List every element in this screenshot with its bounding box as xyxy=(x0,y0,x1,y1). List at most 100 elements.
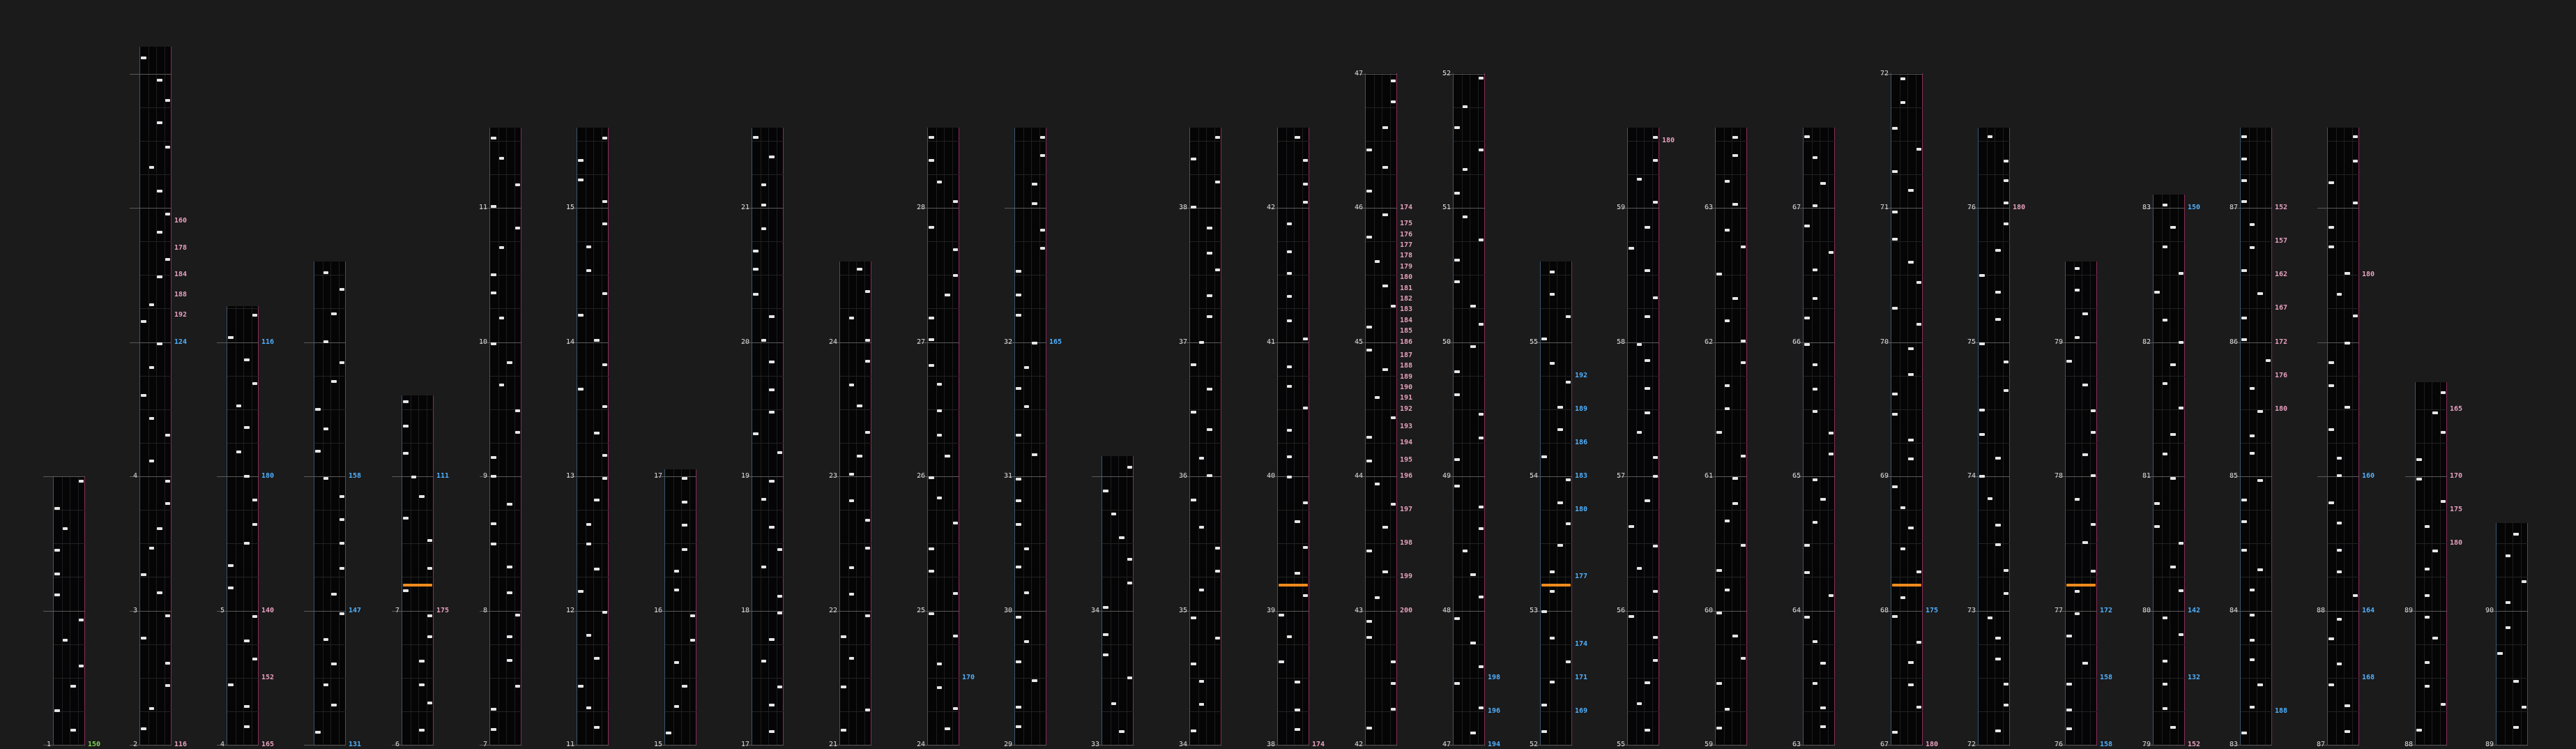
note xyxy=(1016,294,1021,297)
chart-column[interactable] xyxy=(1715,128,1748,745)
note xyxy=(1636,702,1642,706)
note xyxy=(1724,228,1730,232)
note xyxy=(491,205,496,209)
beat-line xyxy=(1278,308,1310,310)
note xyxy=(769,637,775,641)
measure-line xyxy=(2230,476,2272,477)
chart-column[interactable] xyxy=(1277,128,1310,745)
lane-divider xyxy=(2002,128,2004,745)
beat-line xyxy=(2154,442,2186,444)
chart-column[interactable] xyxy=(1365,73,1398,745)
note xyxy=(2440,499,2446,503)
chart-column[interactable] xyxy=(2496,523,2529,745)
chart-column[interactable] xyxy=(752,128,784,745)
chart-column[interactable] xyxy=(664,469,697,745)
measure-line xyxy=(217,610,259,612)
chart-column[interactable] xyxy=(2415,382,2448,745)
beat-line xyxy=(1454,174,1486,175)
note xyxy=(578,158,584,162)
note xyxy=(148,707,154,711)
chart-column[interactable] xyxy=(577,128,609,745)
chart-column[interactable] xyxy=(2153,195,2186,745)
beat-line xyxy=(1102,644,1134,645)
note xyxy=(2162,381,2167,385)
beat-line xyxy=(2066,644,2098,645)
beat-line xyxy=(1366,711,1398,712)
measure-number: 81 xyxy=(2142,472,2151,480)
measure-line xyxy=(480,610,521,612)
note xyxy=(777,451,782,454)
note xyxy=(1454,126,1460,129)
note xyxy=(2082,384,2088,387)
note xyxy=(1032,202,1037,205)
note xyxy=(1023,640,1029,643)
beat-line xyxy=(2416,442,2448,444)
measure-number: 22 xyxy=(828,606,837,614)
chart-column[interactable] xyxy=(2065,262,2098,745)
measure-line xyxy=(1355,208,1397,209)
chart-column[interactable] xyxy=(1803,128,1836,745)
chart-column[interactable] xyxy=(1891,73,1923,745)
beat-line xyxy=(227,409,259,410)
chart-column[interactable] xyxy=(1978,128,2011,745)
note xyxy=(2521,705,2527,709)
measure-number: 12 xyxy=(565,606,574,614)
beat-line xyxy=(1628,308,1660,310)
bpm-label: 168 xyxy=(2362,673,2375,681)
note xyxy=(602,363,607,366)
measure-number: 50 xyxy=(1442,338,1451,346)
chart-column[interactable] xyxy=(1540,262,1573,745)
chart-column[interactable] xyxy=(1627,128,1660,745)
chart-column[interactable] xyxy=(489,128,522,745)
measure-line xyxy=(392,610,434,612)
beat-line xyxy=(1366,442,1398,444)
chart-column[interactable] xyxy=(227,306,259,745)
chart-column[interactable] xyxy=(402,395,434,745)
chart-column[interactable] xyxy=(139,47,172,745)
note xyxy=(1023,591,1029,594)
note xyxy=(2336,292,2342,296)
beat-line xyxy=(752,644,784,645)
chart-column[interactable] xyxy=(927,128,960,745)
note xyxy=(1908,457,1914,460)
note xyxy=(2432,411,2438,415)
note xyxy=(1652,659,1658,663)
measure-number: 4 xyxy=(132,472,137,480)
note xyxy=(2432,550,2438,553)
note xyxy=(2249,223,2255,227)
chart-column[interactable] xyxy=(1102,456,1134,745)
note xyxy=(2513,532,2519,536)
beat-line xyxy=(490,644,522,645)
note xyxy=(54,548,60,552)
chart-column[interactable] xyxy=(1453,73,1486,745)
beat-line xyxy=(1979,241,2011,243)
beat-line xyxy=(840,308,872,310)
beat-line xyxy=(1102,711,1134,712)
note xyxy=(1127,558,1132,561)
bpm-label: 177 xyxy=(1400,241,1413,249)
note xyxy=(586,268,591,272)
chart-column[interactable] xyxy=(839,262,872,745)
note xyxy=(2352,202,2358,205)
measure-line xyxy=(217,342,259,343)
chart-column[interactable] xyxy=(2327,128,2360,745)
note xyxy=(602,136,607,139)
measure-line xyxy=(1267,610,1309,612)
chart-column[interactable] xyxy=(1189,128,1222,745)
measure-line xyxy=(2317,610,2359,612)
note xyxy=(2329,637,2334,641)
bpm-label: 176 xyxy=(1400,230,1413,239)
measure-line xyxy=(830,745,871,746)
measure-number: 56 xyxy=(1616,606,1625,614)
note xyxy=(515,430,520,434)
beat-line xyxy=(1454,375,1486,377)
note xyxy=(2162,616,2167,620)
chart-column[interactable] xyxy=(314,262,346,745)
note xyxy=(1366,550,1372,553)
note xyxy=(515,409,520,412)
chart-column[interactable] xyxy=(2240,128,2273,745)
beat-line xyxy=(314,677,346,679)
measure-line xyxy=(130,610,172,612)
note xyxy=(2329,226,2334,229)
beat-line xyxy=(1278,677,1310,679)
